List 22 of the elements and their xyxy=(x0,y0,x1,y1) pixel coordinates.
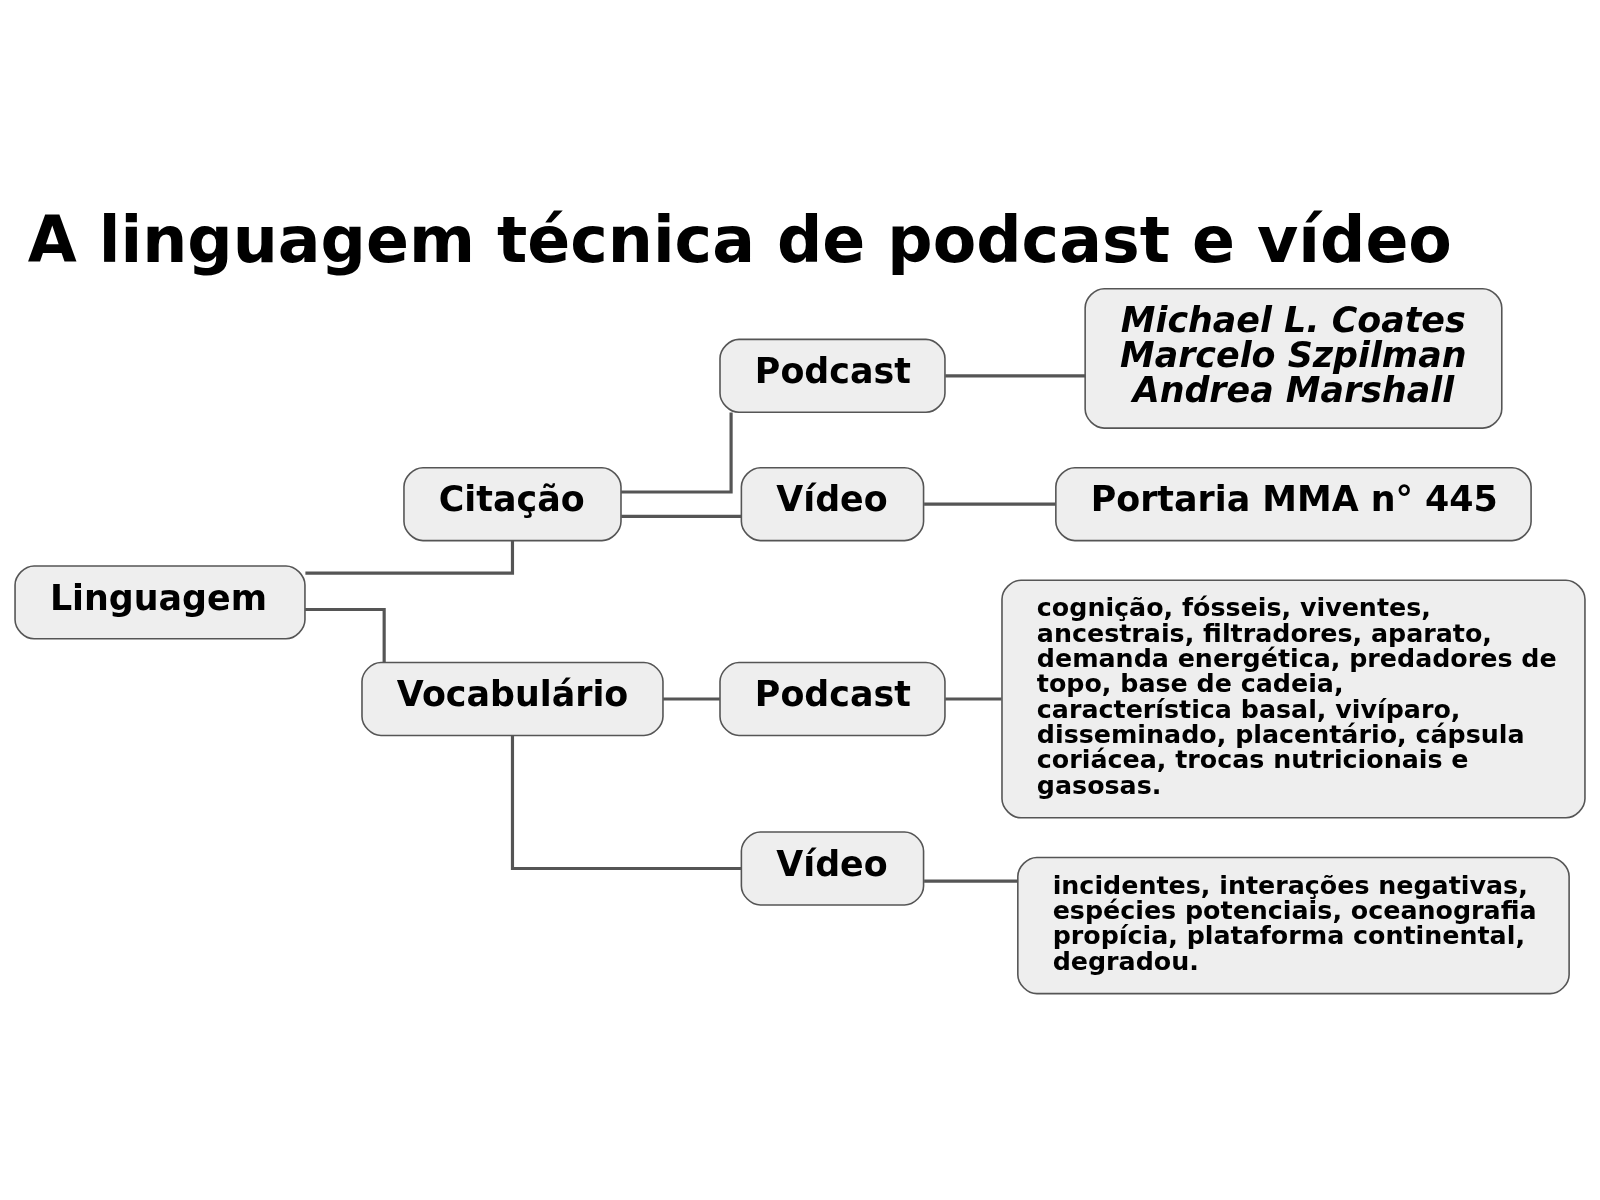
diagram-title: A linguagem técnica de podcast e vídeo xyxy=(27,202,1452,277)
node-box: Podcast xyxy=(719,661,946,737)
connector xyxy=(621,514,742,518)
node-box: Michael L. Coates Marcelo Szpilman Andrea Marshall xyxy=(1084,287,1503,429)
connector xyxy=(924,879,1018,883)
node-box: Vídeo xyxy=(740,831,925,906)
connector xyxy=(945,374,1086,378)
connector xyxy=(924,502,1056,506)
connector xyxy=(663,697,720,701)
connector xyxy=(305,540,515,575)
node-box: Citação xyxy=(403,466,622,542)
node-box: cognição, fósseis, viventes, ancestrais, filtradores, aparato, demanda energética, predadores de topo, base de cadeia, característica basal, vivíparo, disseminado, placentário, cápsula coriácea, trocas nutricionais e gasosas. xyxy=(1001,579,1586,819)
node-box: Portaria MMA n° 445 xyxy=(1055,466,1532,542)
node-box: Vídeo xyxy=(740,466,925,542)
node-box: incidentes, interações negativas, espécies potenciais, oceanografia propícia, plataforma continental, degradou. xyxy=(1017,856,1570,995)
connector xyxy=(621,412,733,494)
node-box: Podcast xyxy=(719,338,946,414)
node-box: Vocabulário xyxy=(361,661,664,737)
connector xyxy=(945,697,1002,701)
connector xyxy=(305,607,386,663)
connector xyxy=(510,735,742,871)
node-box: Linguagem xyxy=(14,565,306,640)
